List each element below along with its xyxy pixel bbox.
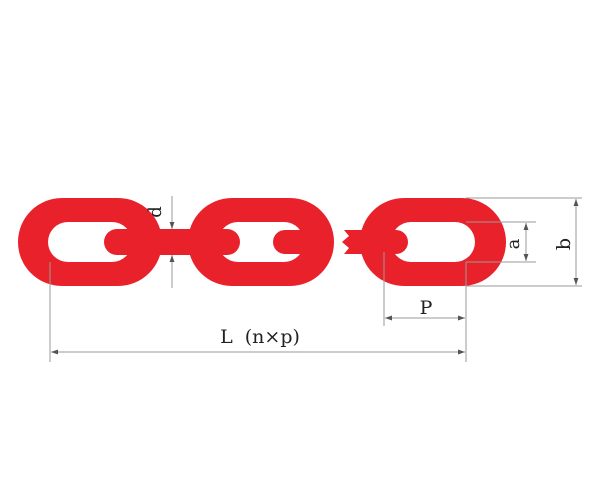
dimension-p xyxy=(383,252,467,326)
dimension-l xyxy=(49,262,467,362)
dimension-b xyxy=(466,197,582,287)
label-a: a xyxy=(503,238,524,249)
chain-link-3 xyxy=(188,198,334,286)
chain xyxy=(18,198,506,286)
chain-link-4-partial xyxy=(273,230,331,254)
chain-link-1 xyxy=(18,198,162,286)
label-b: b xyxy=(553,238,575,250)
chain-link-6 xyxy=(360,198,506,286)
label-l: L (n×p) xyxy=(220,326,300,348)
dimension-lines xyxy=(49,196,582,362)
label-p: P xyxy=(420,297,433,319)
label-d: d xyxy=(145,206,166,218)
dimension-a xyxy=(466,221,536,263)
